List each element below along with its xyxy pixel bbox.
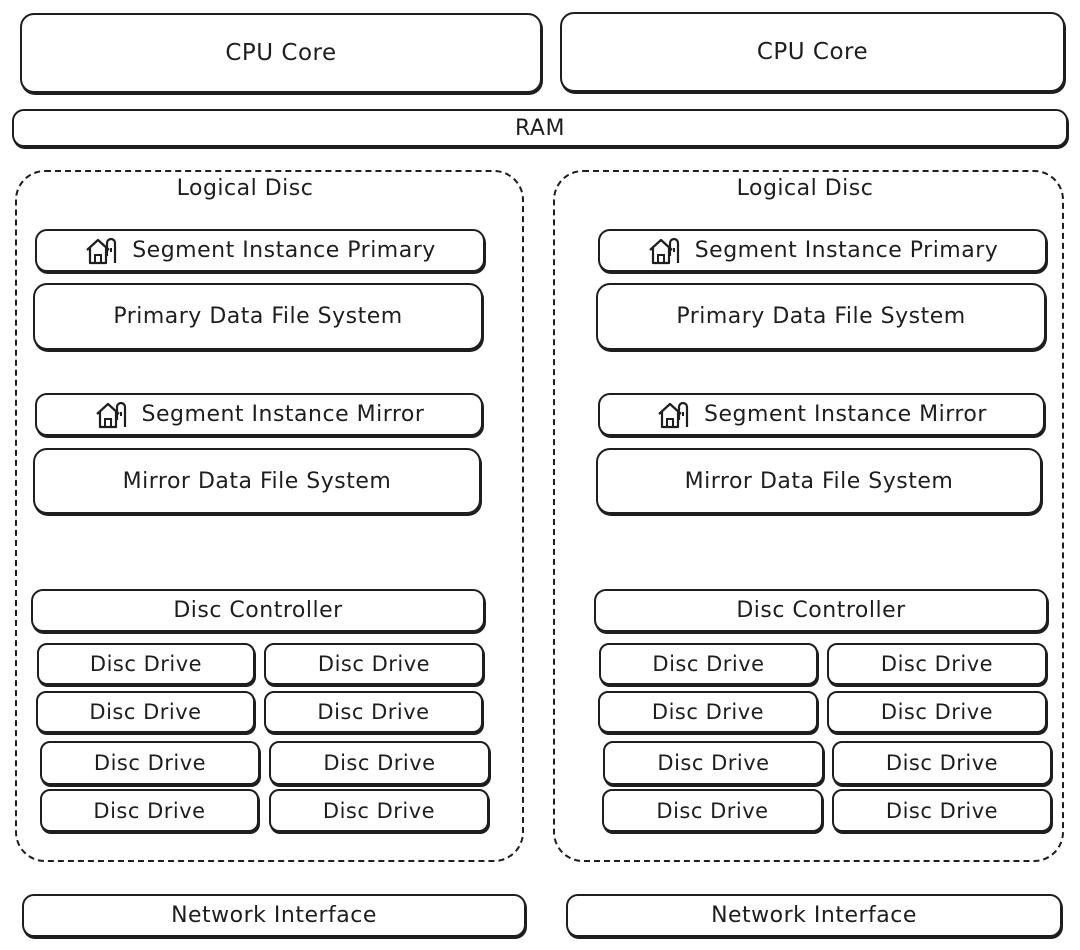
logical-disc-left: [15, 170, 524, 862]
disc-drive: Disc Drive: [37, 643, 255, 685]
cpu-core-1-label: CPU Core: [225, 40, 337, 66]
warehouse-icon: [86, 237, 117, 264]
segment-mirror-left-label: Segment Instance Mirror: [141, 402, 425, 427]
disc-drive-label: Disc Drive: [317, 652, 431, 676]
disc-controller-left-label: Disc Controller: [173, 598, 343, 623]
cpu-core-1: CPU Core: [20, 13, 542, 93]
segment-mirror-left: Segment Instance Mirror: [35, 393, 483, 436]
primary-fs-left-label: Primary Data File System: [113, 304, 403, 329]
segment-mirror-right-label: Segment Instance Mirror: [704, 402, 987, 427]
disc-drive: Disc Drive: [602, 789, 823, 832]
warehouse-icon: [658, 401, 689, 428]
disc-drive-label: Disc Drive: [93, 751, 207, 775]
ram-bar: RAM: [12, 109, 1068, 147]
primary-fs-left: Primary Data File System: [33, 283, 483, 350]
disc-drive-label: Disc Drive: [885, 751, 999, 775]
mirror-fs-left-label: Mirror Data File System: [122, 468, 392, 494]
disc-drive-label: Disc Drive: [323, 751, 436, 775]
network-interface-left: Network Interface: [22, 894, 526, 937]
disc-controller-left: Disc Controller: [31, 589, 485, 632]
disc-drive: Disc Drive: [36, 691, 255, 733]
segment-primary-right-label: Segment Instance Primary: [694, 238, 999, 263]
logical-disc-right: [553, 170, 1064, 862]
disc-drive: Disc Drive: [599, 643, 818, 685]
disc-drive: Disc Drive: [603, 741, 824, 785]
disc-drive-label: Disc Drive: [651, 700, 765, 724]
network-interface-right-label: Network Interface: [711, 903, 917, 928]
disc-drive-label: Disc Drive: [93, 798, 206, 823]
disc-controller-right-label: Disc Controller: [736, 598, 906, 623]
segment-mirror-right: Segment Instance Mirror: [598, 393, 1045, 436]
mirror-fs-left: Mirror Data File System: [33, 448, 481, 514]
disc-drive: Disc Drive: [827, 643, 1047, 685]
disc-drive-label: Disc Drive: [89, 652, 203, 676]
disc-drive: Disc Drive: [827, 691, 1047, 733]
disc-drive-label: Disc Drive: [322, 798, 436, 823]
disc-drive-label: Disc Drive: [885, 798, 999, 823]
disc-drive: Disc Drive: [269, 789, 489, 832]
disc-controller-right: Disc Controller: [594, 589, 1048, 632]
cpu-core-2-label: CPU Core: [756, 39, 869, 65]
disc-drive-label: Disc Drive: [656, 798, 769, 823]
logical-disc-right-title: Logical Disc: [736, 176, 874, 201]
segment-primary-left-label: Segment Instance Primary: [132, 238, 436, 263]
ram-label: RAM: [515, 115, 565, 141]
disc-drive: Disc Drive: [40, 789, 259, 832]
disc-drive: Disc Drive: [264, 691, 483, 733]
cpu-core-2: CPU Core: [560, 12, 1065, 92]
network-interface-right: Network Interface: [566, 894, 1062, 937]
disc-drive-label: Disc Drive: [89, 700, 202, 724]
warehouse-icon: [95, 401, 126, 428]
disc-drive-label: Disc Drive: [652, 652, 765, 676]
disc-drive: Disc Drive: [598, 691, 818, 733]
disc-drive: Disc Drive: [269, 741, 490, 785]
disc-drive-label: Disc Drive: [317, 700, 430, 724]
disc-drive-label: Disc Drive: [657, 751, 770, 775]
disc-drive-label: Disc Drive: [880, 700, 994, 724]
disc-drive: Disc Drive: [40, 741, 260, 785]
primary-fs-right: Primary Data File System: [596, 283, 1046, 350]
disc-drive: Disc Drive: [832, 789, 1052, 832]
disc-drive-label: Disc Drive: [880, 652, 994, 676]
logical-disc-left-title: Logical Disc: [176, 176, 314, 201]
disc-drive: Disc Drive: [264, 643, 484, 685]
warehouse-icon: [648, 237, 679, 264]
mirror-fs-right-label: Mirror Data File System: [684, 468, 954, 494]
disc-drive: Disc Drive: [832, 741, 1052, 785]
segment-primary-right: Segment Instance Primary: [598, 229, 1047, 272]
network-interface-left-label: Network Interface: [171, 903, 377, 928]
segment-primary-left: Segment Instance Primary: [35, 229, 485, 272]
primary-fs-right-label: Primary Data File System: [676, 304, 966, 329]
mirror-fs-right: Mirror Data File System: [596, 448, 1042, 514]
